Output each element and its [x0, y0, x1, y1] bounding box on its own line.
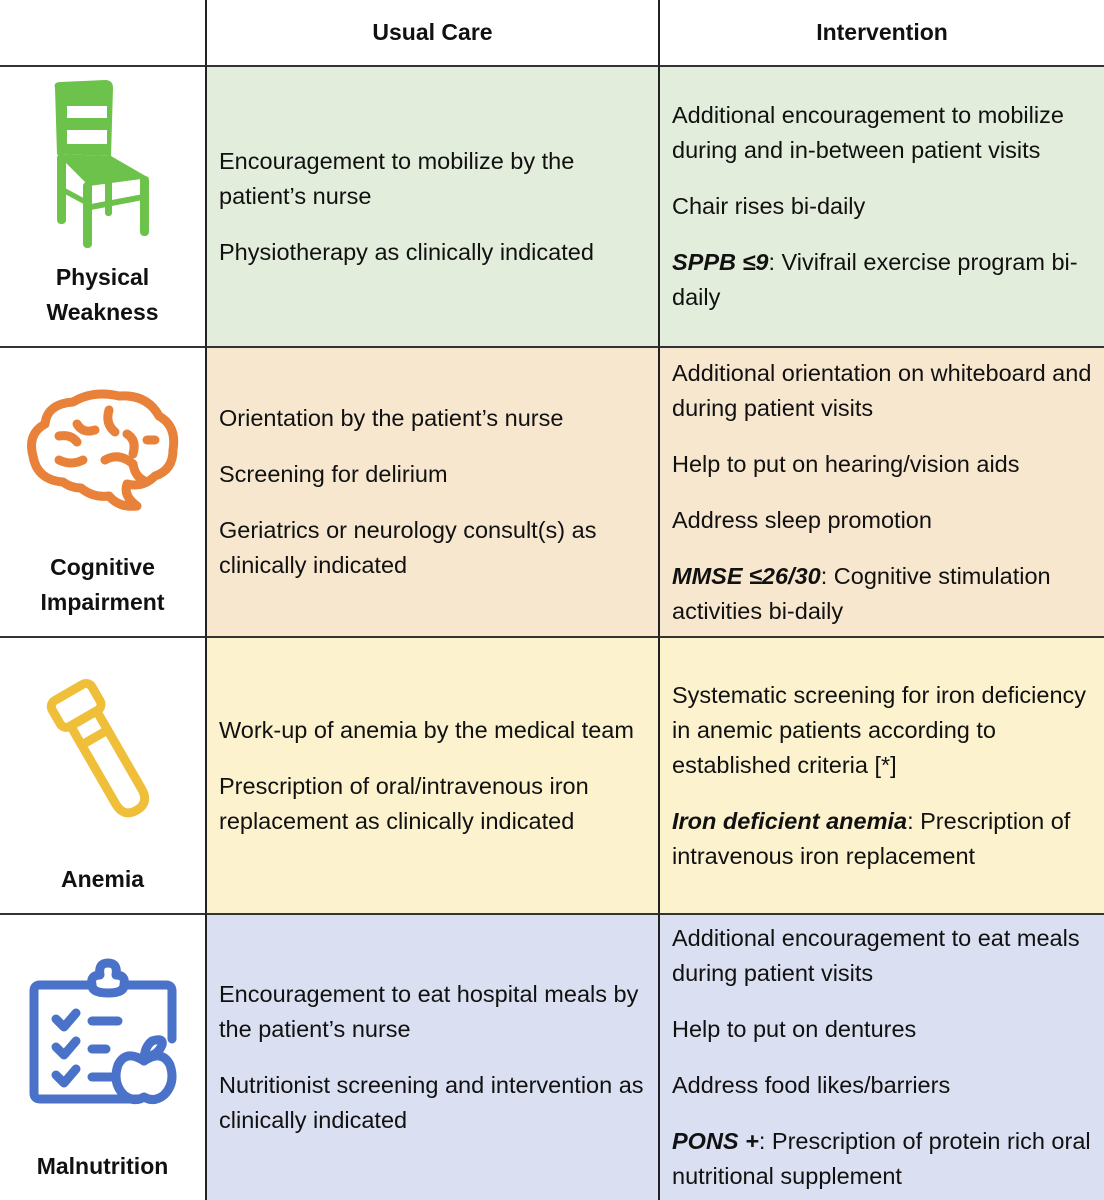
usual-care-item: Physiotherapy as clinically indicated [219, 238, 594, 265]
intervention-item: Additional encouragement to eat meals du… [672, 921, 1092, 991]
category-name: Malnutrition [37, 1149, 169, 1184]
intervention-item: Chair rises bi-daily [672, 189, 1092, 224]
category-name-line1: Anemia [60, 866, 145, 892]
header-intervention: Intervention [658, 0, 1104, 65]
clipboard-apple-icon [28, 915, 178, 1149]
intervention-item: Address food likes/barriers [672, 1068, 1092, 1103]
intervention-criterion: MMSE ≤26/30 [672, 562, 821, 589]
intervention-item: Help to put on dentures [672, 1012, 1092, 1047]
usual-care-item: Nutritionist screening and intervention … [219, 1072, 644, 1133]
intervention-text: : Prescription of intravenous iron repla… [672, 807, 1071, 869]
usual-care-item: Prescription of oral/intravenous iron re… [219, 772, 589, 834]
category-name: Physical Weakness [46, 260, 158, 330]
intervention-text: Help to put on dentures [672, 1016, 917, 1042]
intervention-text: Additional orientation on whiteboard and… [672, 359, 1092, 421]
category-malnutrition: Malnutrition [0, 913, 205, 1200]
intervention-physical-weakness: Additional encouragement to mobilize dur… [658, 65, 1104, 346]
usual-care-item: Work-up of anemia by the medical team [219, 716, 634, 743]
header-usual-care-label: Usual Care [372, 19, 493, 45]
usual-care-physical-weakness: Encouragement to mobilize by the patient… [205, 65, 658, 346]
intervention-text: Help to put on hearing/vision aids [672, 450, 1020, 477]
intervention-text: Additional encouragement to eat meals du… [672, 925, 1080, 986]
intervention-malnutrition: Additional encouragement to eat meals du… [658, 913, 1104, 1200]
usual-care-item: Encouragement to mobilize by the patient… [219, 147, 575, 209]
intervention-text: : Cognitive stimulation activities bi-da… [672, 562, 1051, 624]
category-name: Anemia [61, 862, 144, 897]
header-intervention-label: Intervention [816, 19, 948, 45]
category-name-line1: Physical [55, 264, 150, 290]
intervention-text: Address food likes/barriers [672, 1072, 951, 1098]
intervention-text: Additional encouragement to mobilize dur… [672, 102, 1064, 163]
intervention-item: SPPB ≤9: Vivifrail exercise program bi-d… [672, 245, 1092, 315]
usual-care-item: Screening for delirium [219, 461, 448, 487]
category-anemia: Anemia [0, 636, 205, 913]
intervention-item: Additional orientation on whiteboard and… [672, 356, 1092, 426]
intervention-item: Address sleep promotion [672, 503, 1092, 538]
intervention-criterion: Iron deficient anemia [672, 807, 908, 834]
usual-care-item: Encouragement to eat hospital meals by t… [219, 981, 639, 1042]
category-cognitive-impairment: Cognitive Impairment [0, 346, 205, 636]
intervention-item: Systematic screening for iron deficiency… [672, 678, 1092, 783]
intervention-text: : Vivifrail exercise program bi-daily [672, 249, 1078, 310]
usual-care-item: Geriatrics or neurology consult(s) as cl… [219, 517, 597, 578]
category-name-line1: Malnutrition [36, 1153, 169, 1179]
intervention-item: Help to put on hearing/vision aids [672, 447, 1092, 482]
usual-care-anemia: Work-up of anemia by the medical team Pr… [205, 636, 658, 913]
intervention-item: Additional encouragement to mobilize dur… [672, 98, 1092, 168]
category-name-line2: Weakness [46, 299, 159, 325]
intervention-text: Chair rises bi-daily [672, 193, 866, 219]
intervention-item: MMSE ≤26/30: Cognitive stimulation activ… [672, 559, 1092, 629]
usual-care-malnutrition: Encouragement to eat hospital meals by t… [205, 913, 658, 1200]
intervention-criterion: SPPB ≤9 [672, 249, 769, 275]
intervention-text: Address sleep promotion [672, 506, 932, 533]
usual-care-item: Orientation by the patient’s nurse [219, 405, 564, 431]
header-blank-cell [0, 0, 205, 65]
brain-icon [23, 348, 183, 550]
intervention-text: Systematic screening for iron deficiency… [672, 681, 1087, 778]
test-tube-icon [43, 638, 163, 862]
intervention-item: PONS +: Prescription of protein rich ora… [672, 1124, 1092, 1194]
intervention-anemia: Systematic screening for iron deficiency… [658, 636, 1104, 913]
category-name-line2: Impairment [40, 589, 165, 615]
intervention-criterion: PONS + [672, 1128, 759, 1154]
intervention-cognitive-impairment: Additional orientation on whiteboard and… [658, 346, 1104, 636]
intervention-text: : Prescription of protein rich oral nutr… [672, 1128, 1091, 1189]
header-usual-care: Usual Care [205, 0, 658, 65]
category-physical-weakness: Physical Weakness [0, 65, 205, 346]
intervention-item: Iron deficient anemia: Prescription of i… [672, 804, 1092, 874]
category-name-line1: Cognitive [50, 554, 155, 580]
chair-icon [43, 67, 163, 260]
category-name: Cognitive Impairment [41, 550, 165, 620]
usual-care-cognitive-impairment: Orientation by the patient’s nurse Scree… [205, 346, 658, 636]
